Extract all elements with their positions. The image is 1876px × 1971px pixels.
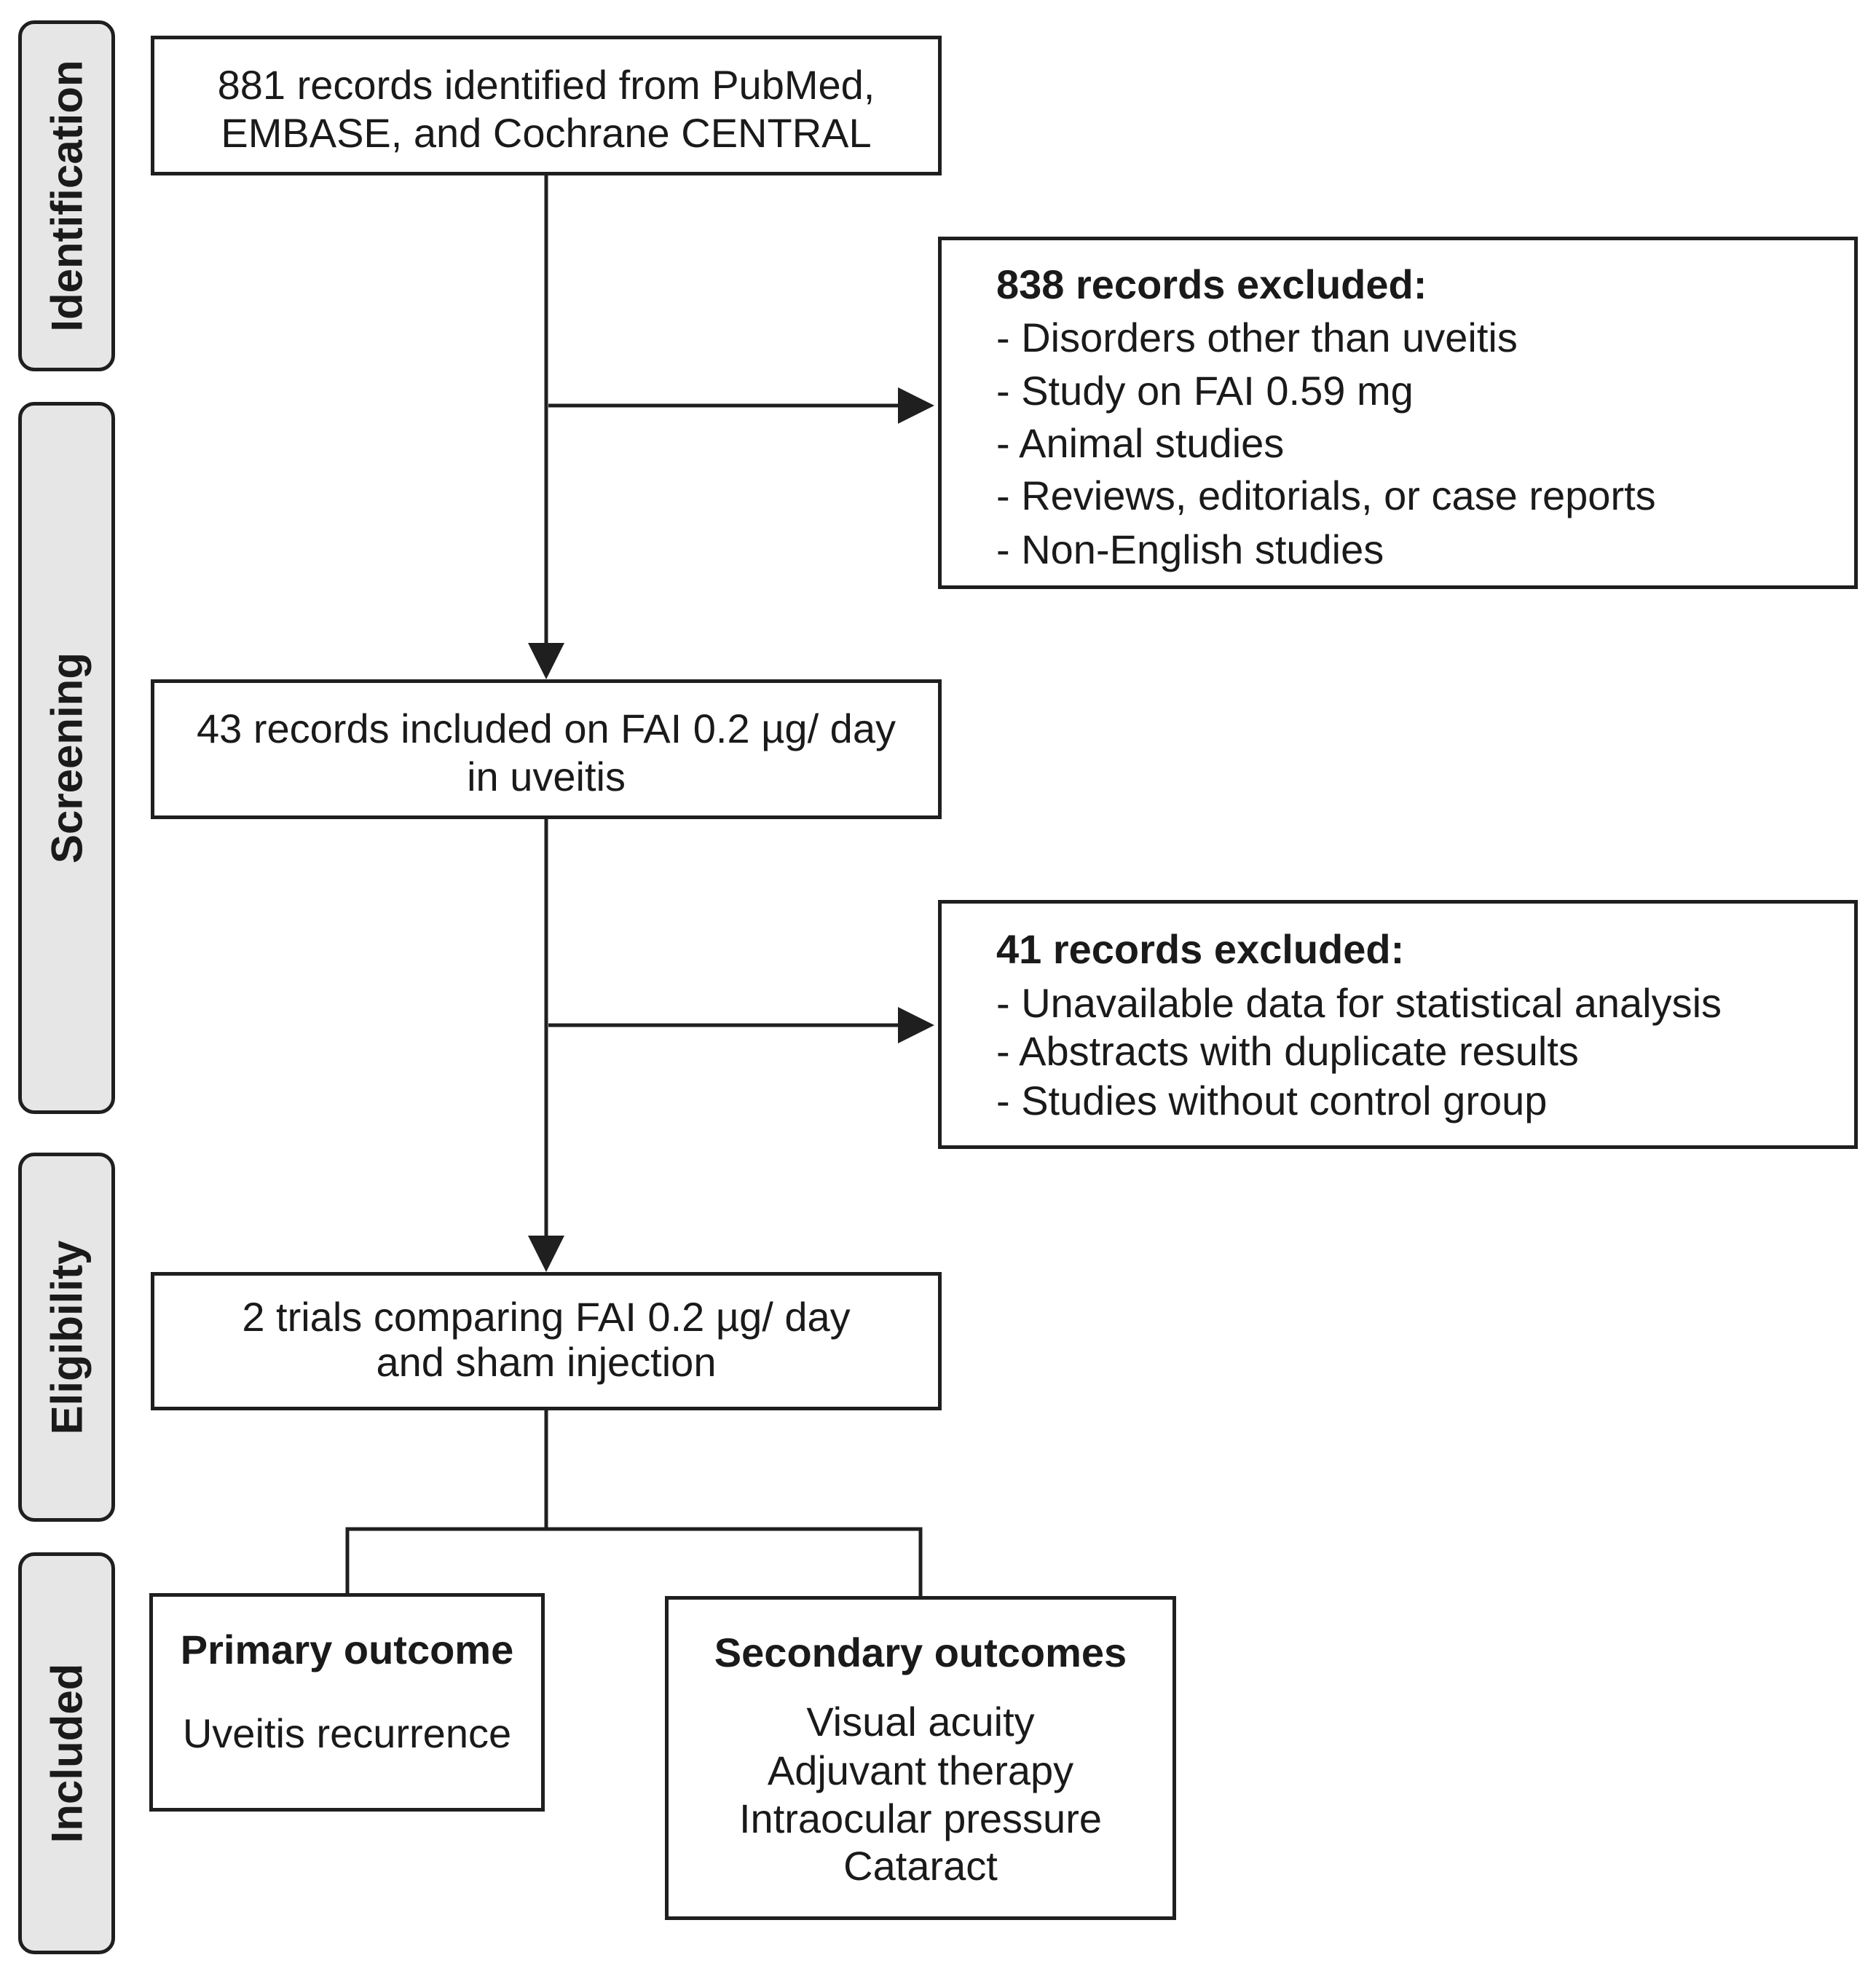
records-identified-line-1: 881 records identified from PubMed, [217,62,875,108]
exclusion-box-1: 838 records excluded: - Disorders other … [938,237,1858,589]
primary-outcome-box: Primary outcome Uveitis recurrence [149,1593,545,1812]
trials-line-2: and sham injection [376,1339,717,1385]
secondary-outcome-item: Cataract [843,1843,998,1889]
stage-screening: Screening [18,402,115,1114]
secondary-outcome-item: Intraocular pressure [738,1796,1102,1841]
exclusion-1-item: - Non-English studies [996,526,1384,572]
stage-identification: Identification [18,20,115,371]
trials-box: 2 trials comparing FAI 0.2 µg/ day and s… [151,1272,942,1410]
secondary-outcome-item: Visual acuity [806,1699,1035,1745]
exclusion-1-item: - Disorders other than uveitis [996,315,1518,360]
exclusion-2-title: 41 records excluded: [996,926,1405,972]
records-included-line-1: 43 records included on FAI 0.2 µg/ day [197,706,896,751]
records-included-box: 43 records included on FAI 0.2 µg/ day i… [151,679,942,819]
stage-eligibility: Eligibility [18,1153,115,1522]
secondary-outcomes-box: Secondary outcomes Visual acuity Adjuvan… [665,1596,1176,1920]
exclusion-1-item: - Reviews, editorials, or case reports [996,473,1656,518]
trials-line-1: 2 trials comparing FAI 0.2 µg/ day [242,1294,851,1340]
exclusion-2-item: - Unavailable data for statistical analy… [996,980,1722,1026]
exclusion-1-item: - Animal studies [996,420,1285,466]
records-identified-line-2: EMBASE, and Cochrane CENTRAL [221,110,872,156]
records-identified-box: 881 records identified from PubMed, EMBA… [151,36,942,175]
exclusion-1-title: 838 records excluded: [996,261,1427,307]
exclusion-2-item: - Studies without control group [996,1078,1548,1123]
primary-outcome-title: Primary outcome [180,1627,514,1672]
stage-included: Included [18,1552,115,1954]
secondary-outcomes-title: Secondary outcomes [714,1630,1127,1675]
exclusion-2-item: - Abstracts with duplicate results [996,1028,1579,1074]
branch-horizontal [345,1527,923,1596]
primary-outcome-item: Uveitis recurrence [182,1710,512,1756]
exclusion-box-2: 41 records excluded: - Unavailable data … [938,900,1858,1149]
secondary-outcome-item: Adjuvant therapy [767,1747,1074,1793]
records-included-line-2: in uveitis [467,754,626,799]
exclusion-1-item: - Study on FAI 0.59 mg [996,368,1414,414]
